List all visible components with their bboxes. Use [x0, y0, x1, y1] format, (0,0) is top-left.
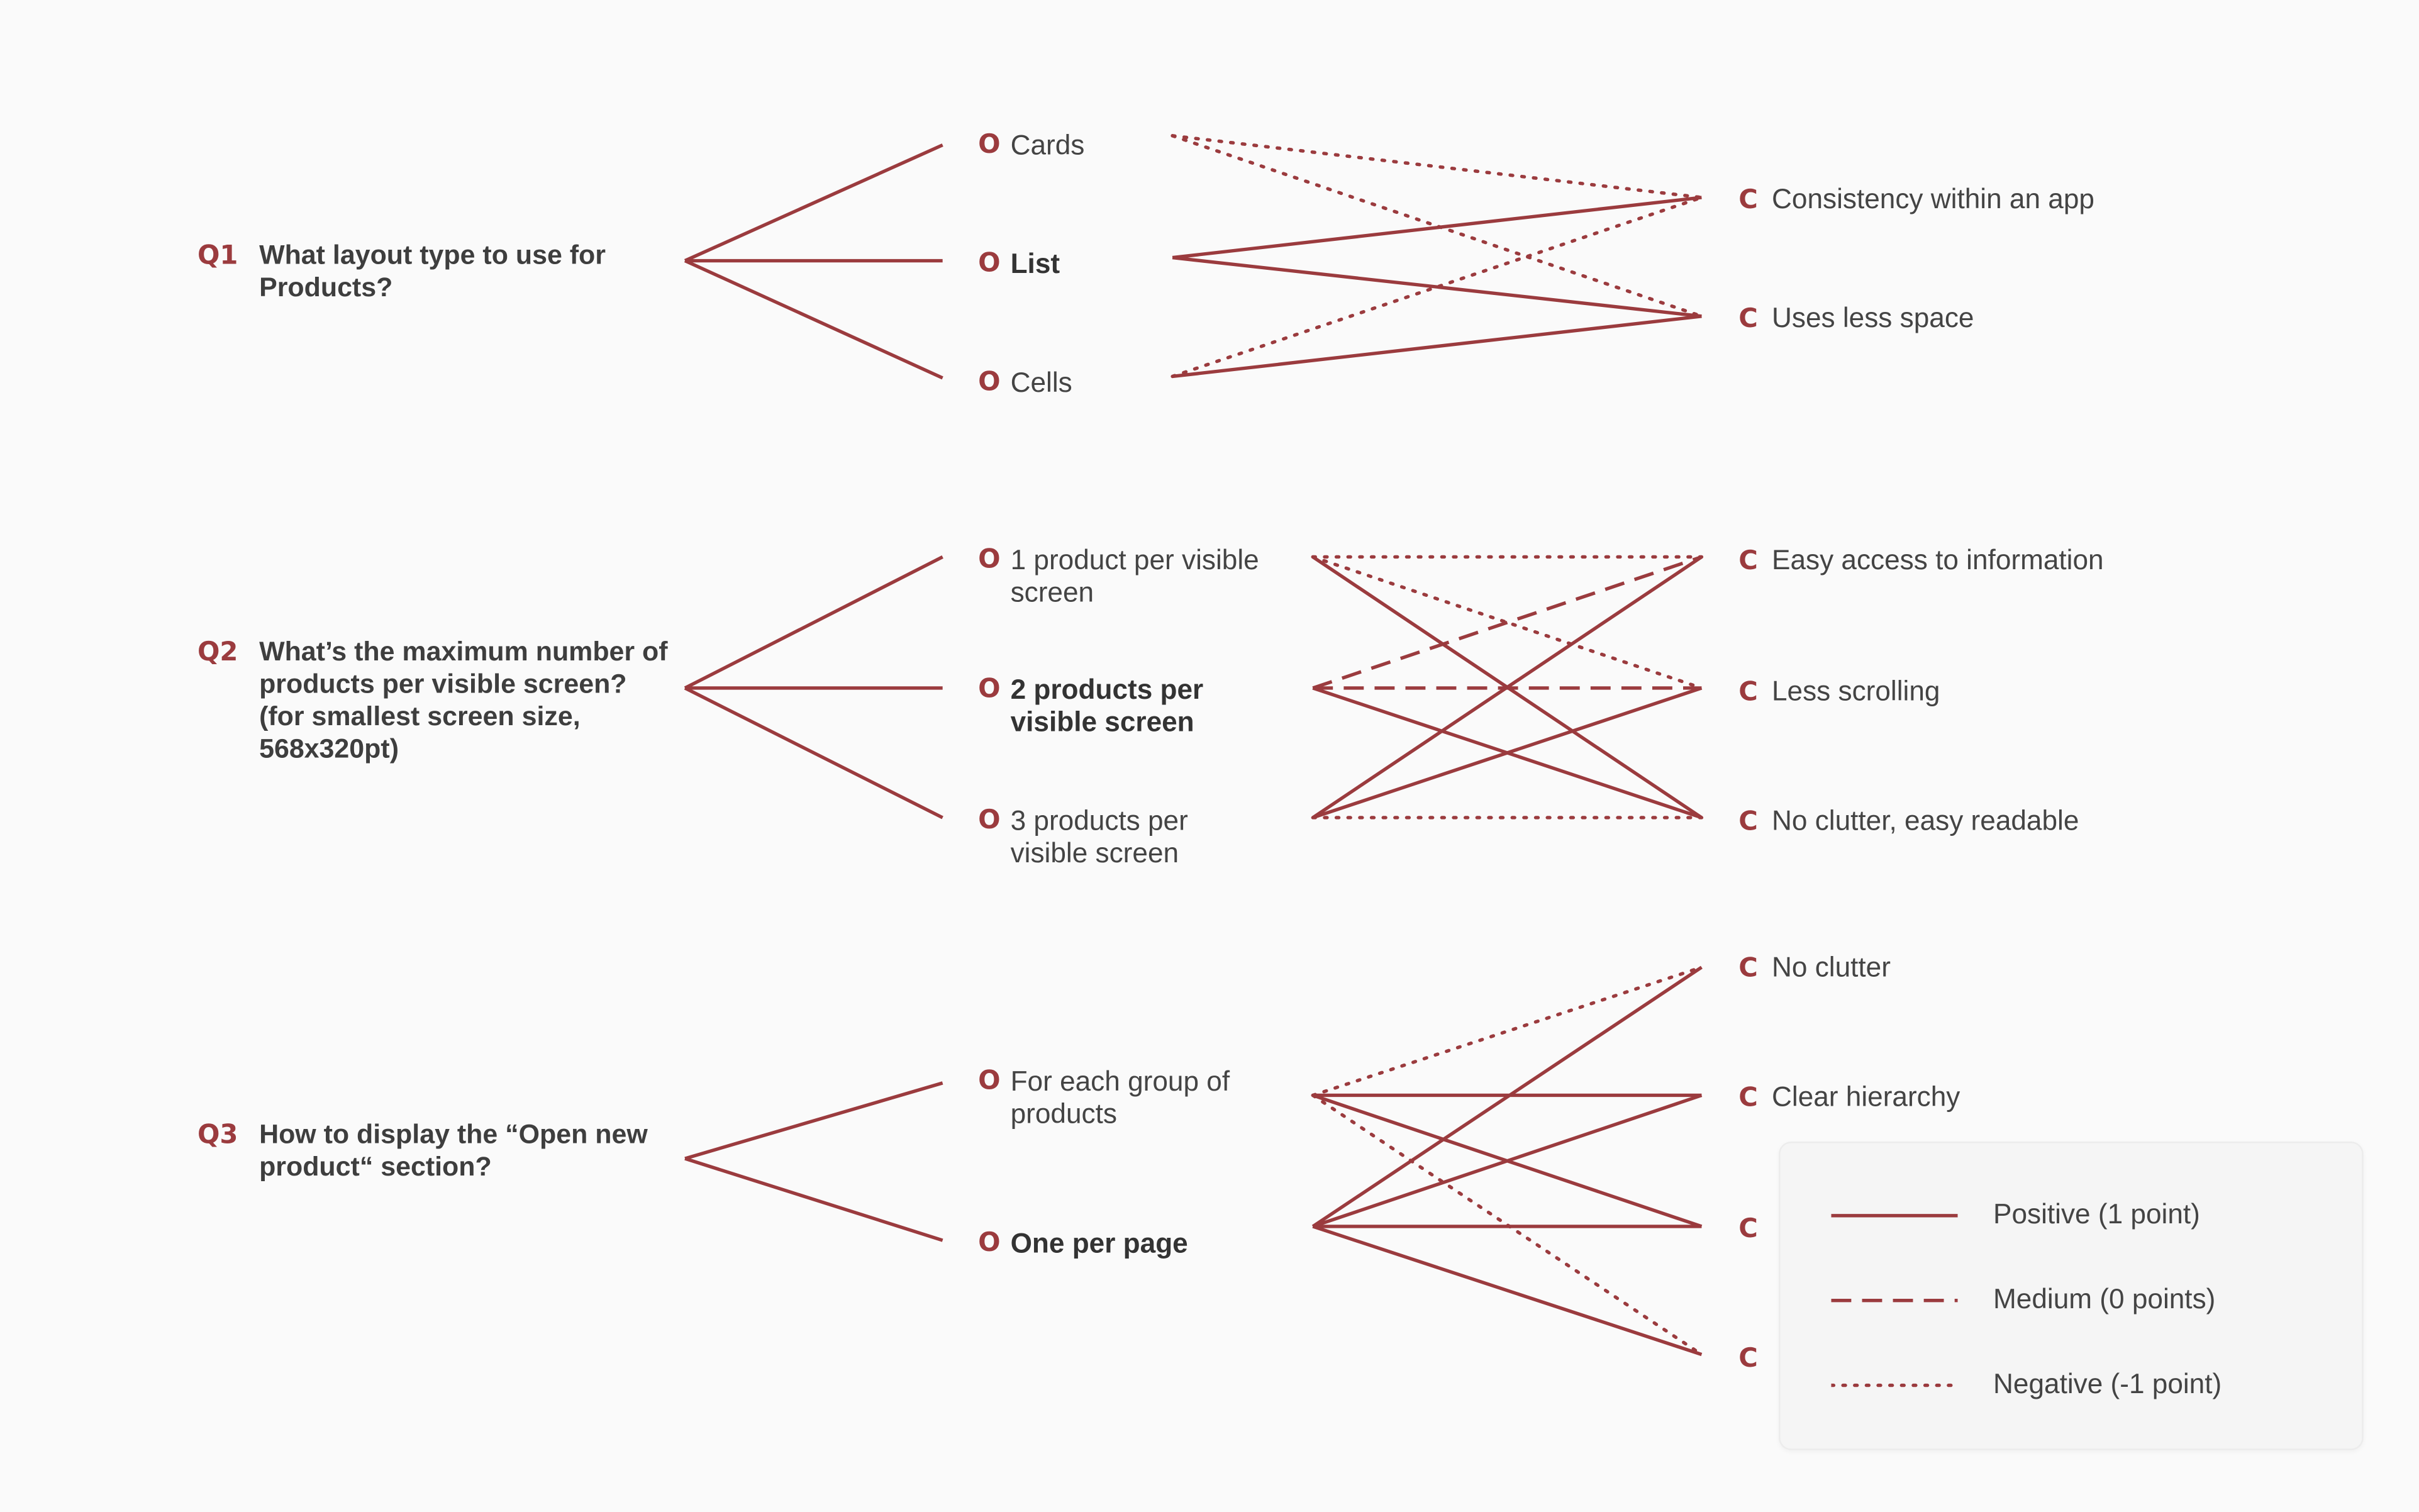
criterion-marker: C [1738, 304, 1758, 335]
option-marker: O [978, 805, 1001, 837]
criterion-item: C Easy access to information [1738, 545, 2103, 579]
relation-line-positive [1311, 965, 1703, 1228]
legend-item-medium: Medium (0 points) [1781, 1277, 2362, 1324]
criterion-item: C Consistency within an app [1738, 184, 2094, 218]
branch-line [684, 259, 943, 380]
option-label: 1 product per visible screen [1010, 544, 1259, 608]
option-marker: O [978, 1065, 1001, 1097]
legend-label: Negative (-1 point) [1993, 1368, 2222, 1399]
relation-line-negative [1171, 196, 1704, 379]
option-item: O 1 product per visible screen [978, 545, 1271, 609]
option-marker: O [978, 367, 1001, 398]
option-label: Cells [1010, 367, 1072, 398]
criterion-label: Easy access to information [1772, 544, 2104, 575]
criterion-item: C Less scrolling [1738, 675, 1940, 709]
relation-line-negative [1311, 555, 1704, 690]
relation-line-positive [1312, 686, 1703, 820]
criterion-label: Clear hierarchy [1772, 1081, 1960, 1113]
legend-item-negative: Negative (-1 point) [1781, 1362, 2362, 1409]
relation-line-positive [1172, 314, 1702, 379]
question-text: How to display the “Open new product“ se… [259, 1118, 648, 1182]
legend-item-positive: Positive (1 point) [1781, 1192, 2362, 1239]
branch-line [684, 555, 943, 690]
criterion-marker: C [1738, 1343, 1758, 1375]
option-label: 3 products per visible screen [1010, 805, 1188, 869]
relation-line-positive [1312, 1093, 1703, 1228]
criterion-marker: C [1738, 185, 1758, 216]
branch-line [684, 143, 943, 262]
legend: Positive (1 point) Medium (0 points) Neg… [1779, 1142, 2364, 1450]
option-label: Cards [1010, 130, 1085, 161]
relation-line-negative [1311, 965, 1704, 1098]
option-label: For each group of products [1010, 1065, 1230, 1130]
relation-line-positive [1312, 1225, 1703, 1357]
option-marker: O [978, 130, 1001, 161]
criterion-item: C Uses less space [1738, 303, 1974, 336]
option-marker: O [978, 248, 1001, 279]
dotted-line-icon [1831, 1383, 1958, 1387]
criterion-marker: C [1738, 677, 1758, 708]
relation-line-positive [1311, 555, 1703, 820]
branch-line [684, 1081, 943, 1160]
option-label: One per page [1010, 1228, 1188, 1259]
option-item: O For each group of products [978, 1066, 1287, 1131]
dashed-line-icon [1831, 1299, 1958, 1303]
question-text: What layout type to use for Products? [259, 239, 606, 303]
option-label: List [1010, 248, 1060, 279]
criterion-label: Less scrolling [1772, 675, 1940, 707]
option-item: O Cards [978, 130, 1302, 162]
criterion-label: Uses less space [1772, 302, 1974, 333]
criterion-item: C Clear hierarchy [1738, 1081, 1960, 1115]
option-item-selected: O 2 products per visible screen [978, 674, 1271, 739]
legend-label: Medium (0 points) [1993, 1283, 2216, 1315]
option-marker: O [978, 1228, 1001, 1259]
branch-line [684, 686, 943, 820]
question-id: Q1 [197, 240, 238, 272]
option-item-selected: O One per page [978, 1228, 1287, 1260]
criterion-marker: C [1738, 1214, 1758, 1245]
option-item: O Cells [978, 367, 1302, 400]
question-id: Q3 [197, 1120, 238, 1151]
criterion-marker: C [1738, 546, 1758, 577]
criterion-label: No clutter [1772, 952, 1891, 983]
option-item-selected: O List [978, 248, 1302, 281]
criterion-marker: C [1738, 806, 1758, 838]
criterion-label: No clutter, easy readable [1772, 805, 2079, 837]
relation-line-medium [1312, 555, 1703, 690]
criterion-label: Consistency within an app [1772, 183, 2094, 214]
legend-label: Positive (1 point) [1993, 1198, 2200, 1230]
option-marker: O [978, 674, 1001, 705]
relation-line-negative [1171, 134, 1704, 318]
criterion-item: C No clutter [1738, 952, 1891, 986]
relation-line-positive [1172, 255, 1702, 318]
branch-line [684, 1157, 943, 1242]
criterion-marker: C [1738, 953, 1758, 984]
option-label: 2 products per visible screen [1010, 674, 1204, 738]
criterion-marker: C [1738, 1082, 1758, 1114]
criterion-item: C No clutter, easy readable [1738, 805, 2079, 839]
criterion-item: C [1738, 1213, 1772, 1247]
relation-line-negative [1171, 134, 1704, 199]
criterion-item: C [1738, 1342, 1772, 1376]
question-id: Q2 [197, 637, 238, 669]
relation-line-positive [1172, 196, 1702, 260]
option-item: O 3 products per visible screen [978, 805, 1271, 870]
option-marker: O [978, 544, 1001, 575]
solid-line-icon [1831, 1214, 1958, 1218]
question-text: What’s the maximum number of products pe… [259, 635, 668, 764]
